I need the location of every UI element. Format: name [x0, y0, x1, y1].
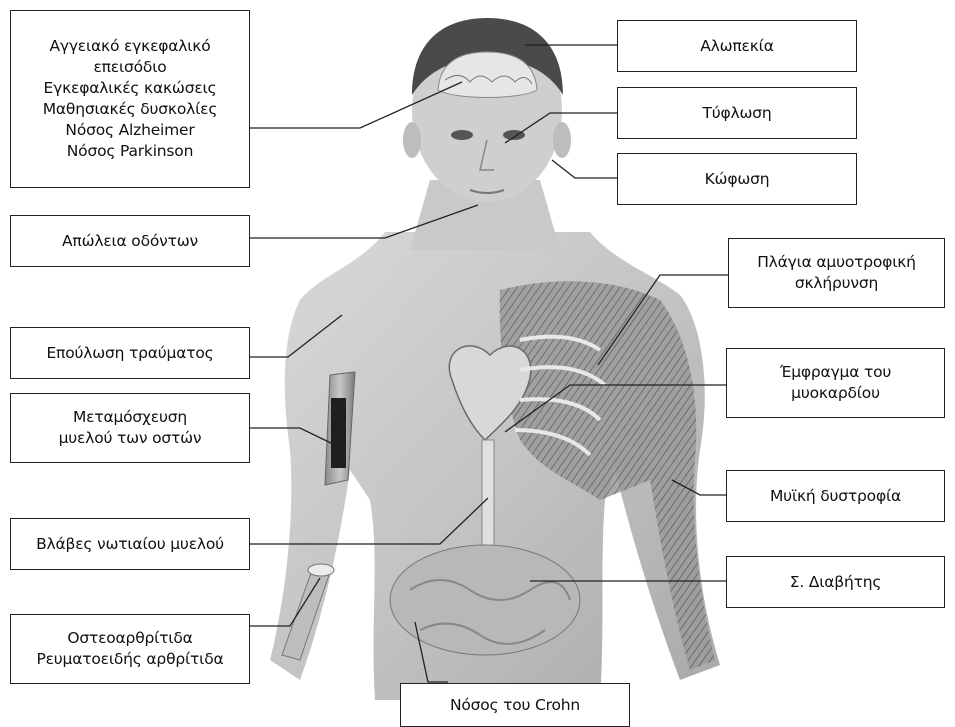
label-text: Νόσος Alzheimer	[65, 120, 194, 141]
label-text: Νόσος Parkinson	[67, 141, 193, 162]
label-diabetes: Σ. Διαβήτης	[726, 556, 945, 608]
label-text: Τύφλωση	[702, 103, 771, 124]
label-deafness: Κώφωση	[617, 153, 857, 205]
label-myocardial: Έμφραγμα του μυοκαρδίου	[726, 348, 945, 418]
label-wound-healing: Επούλωση τραύματος	[10, 327, 250, 379]
label-text: Σ. Διαβήτης	[790, 572, 881, 593]
label-text: Κώφωση	[705, 169, 770, 190]
label-text: επεισόδιο	[93, 57, 166, 78]
label-text: Έμφραγμα του	[780, 362, 891, 383]
label-text: σκλήρυνση	[795, 273, 878, 294]
label-text: Μαθησιακές δυσκολίες	[43, 99, 218, 120]
label-text: Απώλεια οδόντων	[62, 231, 198, 252]
label-text: Οστεοαρθρίτιδα	[67, 628, 192, 649]
label-text: μυελού των οστών	[59, 428, 202, 449]
label-als: Πλάγια αμυοτροφική σκλήρυνση	[728, 238, 945, 308]
label-alopecia: Αλωπεκία	[617, 20, 857, 72]
label-brain-conditions: Αγγειακό εγκεφαλικό επεισόδιο Εγκεφαλικέ…	[10, 10, 250, 188]
label-bone-marrow: Μεταμόσχευση μυελού των οστών	[10, 393, 250, 463]
label-text: Μεταμόσχευση	[73, 407, 187, 428]
label-text: Νόσος του Crohn	[450, 695, 580, 716]
label-text: Βλάβες νωτιαίου μυελού	[36, 534, 224, 555]
label-text: Εγκεφαλικές κακώσεις	[44, 78, 217, 99]
label-spinal-cord: Βλάβες νωτιαίου μυελού	[10, 518, 250, 570]
label-text: Μυϊκή δυστροφία	[770, 486, 901, 507]
label-text: Αγγειακό εγκεφαλικό	[49, 36, 210, 57]
label-arthritis: Οστεοαρθρίτιδα Ρευματοειδής αρθρίτιδα	[10, 614, 250, 684]
label-text: μυοκαρδίου	[791, 383, 880, 404]
label-muscular-dystrophy: Μυϊκή δυστροφία	[726, 470, 945, 522]
label-blindness: Τύφλωση	[617, 87, 857, 139]
label-tooth-loss: Απώλεια οδόντων	[10, 215, 250, 267]
label-text: Πλάγια αμυοτροφική	[757, 252, 916, 273]
label-crohn: Νόσος του Crohn	[400, 683, 630, 727]
label-text: Αλωπεκία	[700, 36, 773, 57]
label-text: Επούλωση τραύματος	[46, 343, 213, 364]
label-text: Ρευματοειδής αρθρίτιδα	[36, 649, 223, 670]
